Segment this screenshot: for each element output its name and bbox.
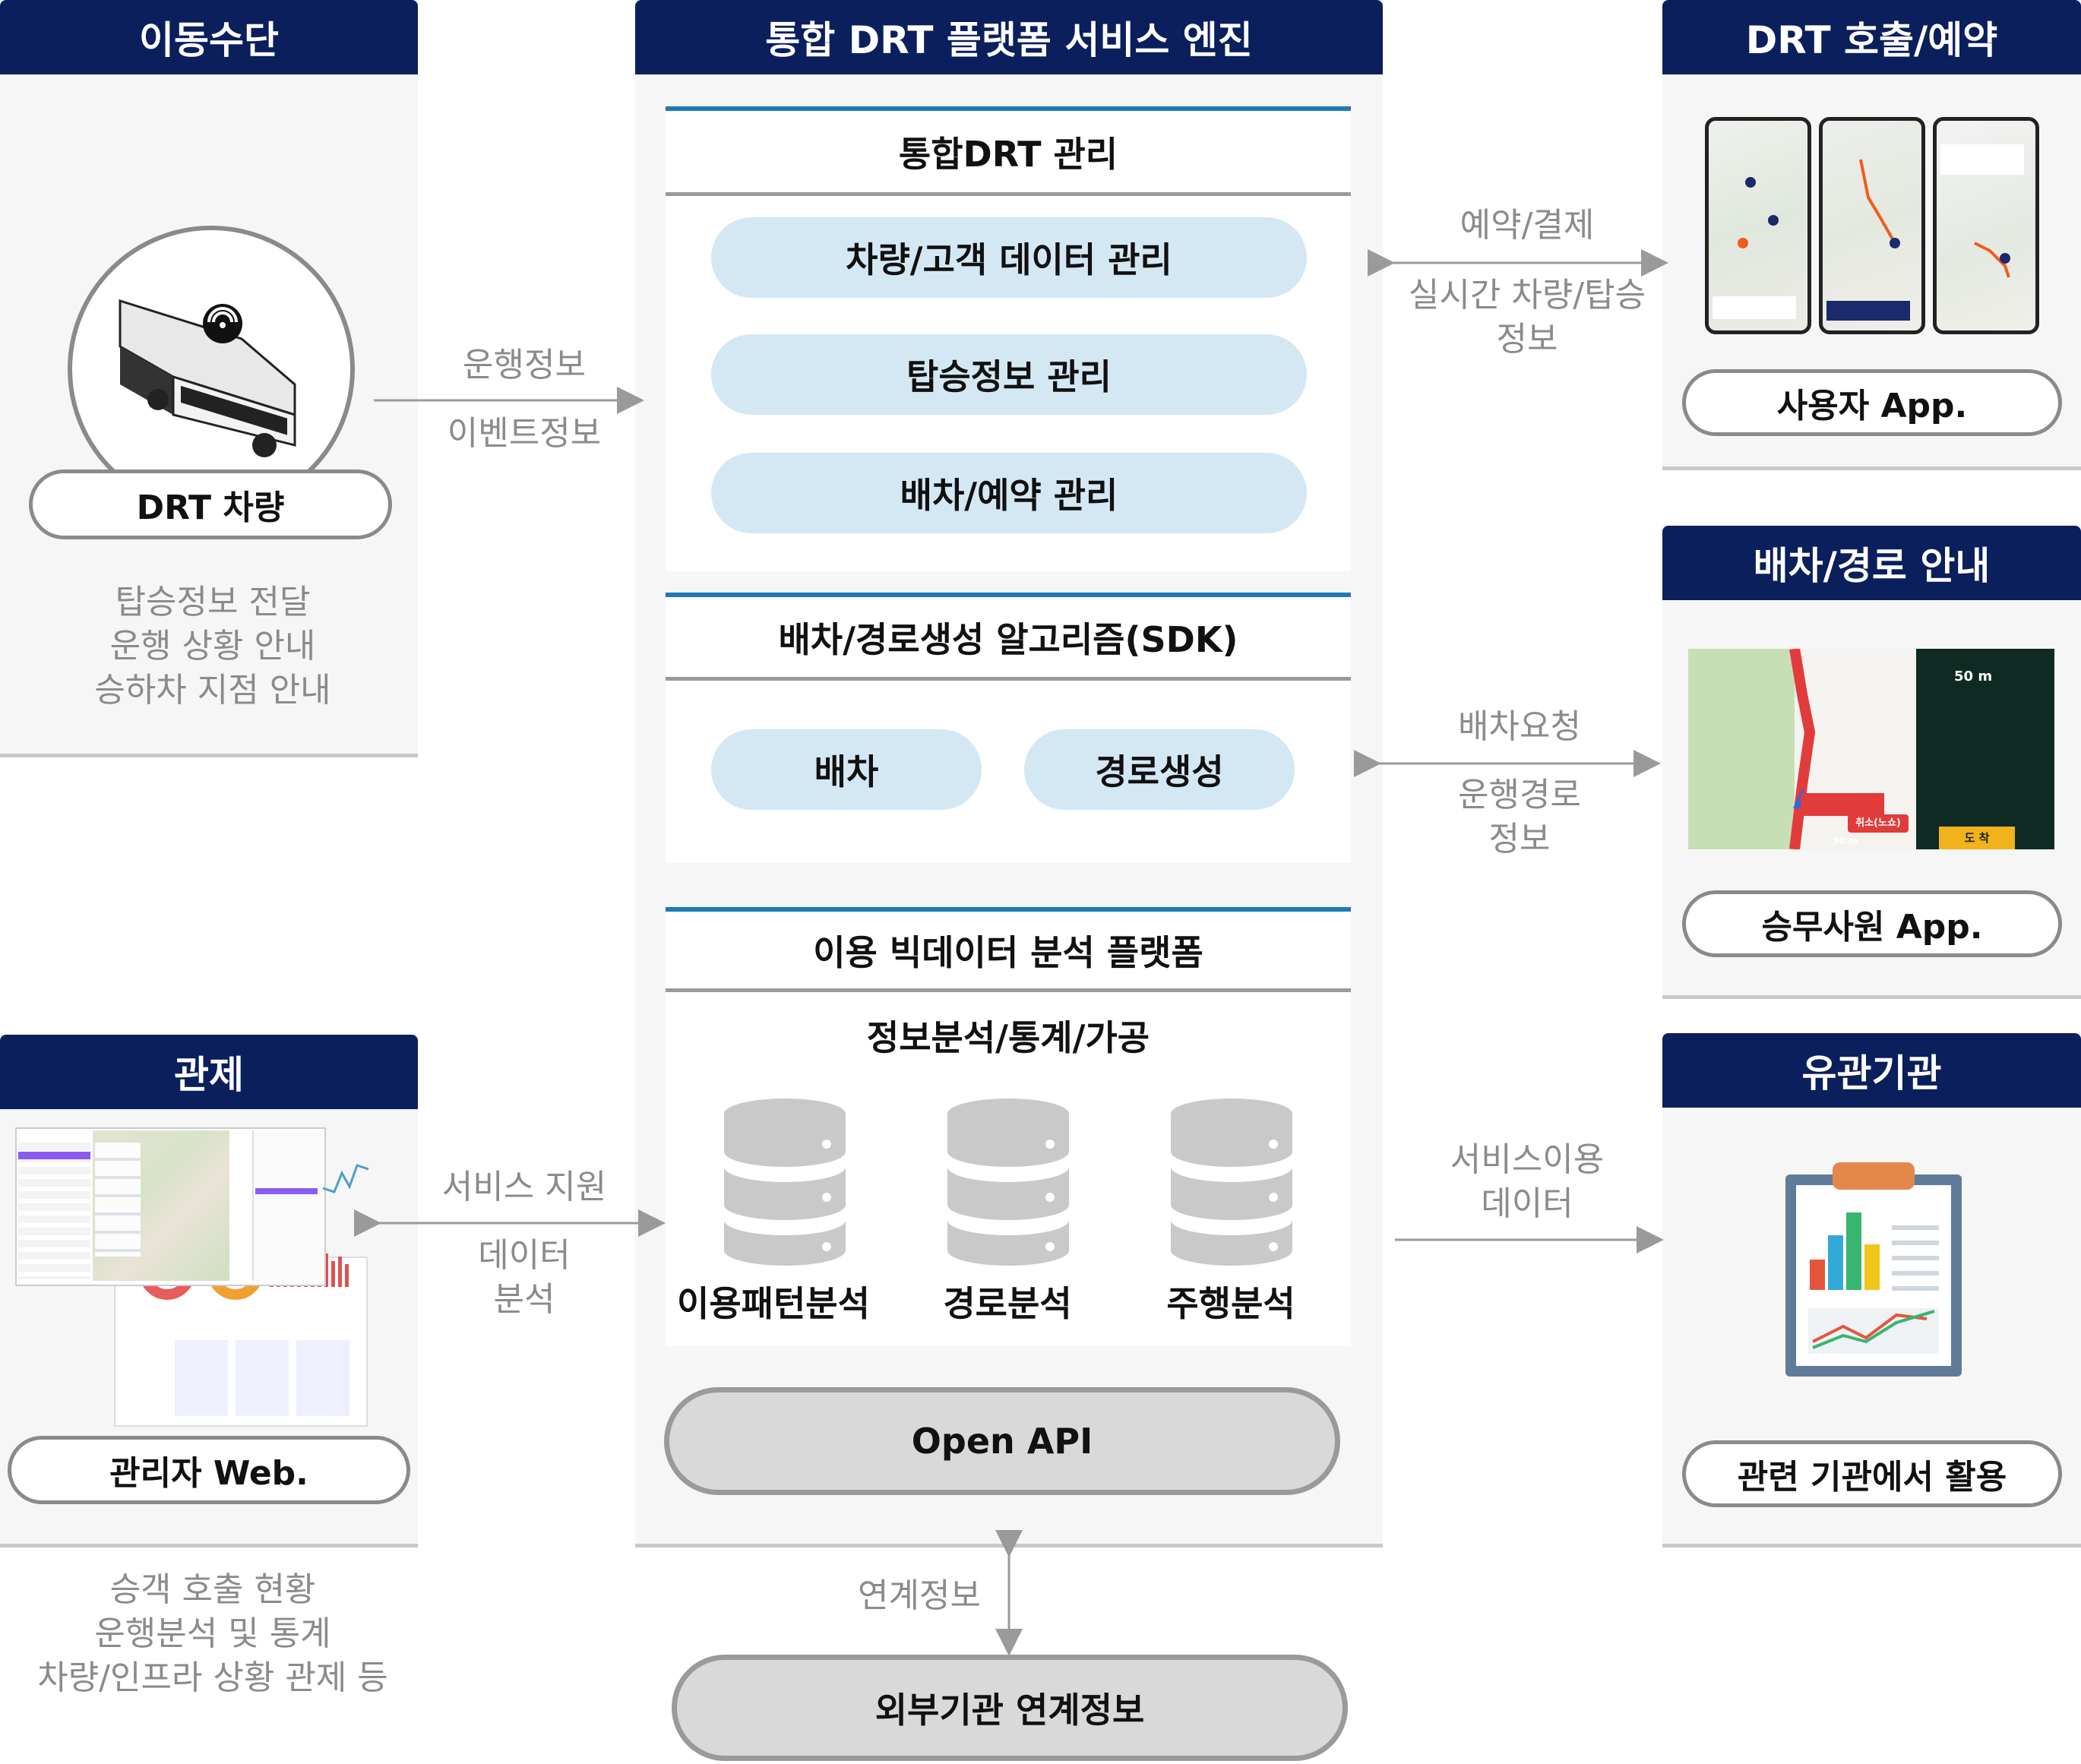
- open-api: Open API: [664, 1387, 1340, 1495]
- label-service-support: 서비스 지원: [441, 1168, 607, 1206]
- label-linkage-info: 연계정보: [858, 1576, 981, 1615]
- driver-cancel-button[interactable]: 취소(노쇼): [1848, 814, 1909, 833]
- label-operation-info: 운행정보: [463, 346, 586, 384]
- mgmt-item-dispatch: 배차/예약 관리: [711, 453, 1307, 533]
- control-desc-line-1: 승객 호출 현황: [109, 1570, 316, 1609]
- driver-screen: 50 m 취소(노쇼) 도 착 50 m: [1688, 649, 2054, 849]
- vehicle-desc-line-2: 운행 상황 안내: [109, 627, 316, 665]
- driver-map-green: [1688, 649, 1795, 849]
- label-data-analysis: 데이터 분석: [410, 1234, 638, 1322]
- clipboard-chart-icon: [1785, 1162, 1962, 1377]
- sdk-title: 배차/경로생성 알고리즘(SDK): [666, 593, 1351, 681]
- control-desc-line-2: 운행분석 및 통계: [94, 1614, 331, 1653]
- vehicle-desc-line-1: 탑승정보 전달: [115, 583, 311, 621]
- admin-web-screenshot: [15, 1127, 369, 1427]
- vehicle-panel-header: 이동수단: [0, 0, 418, 74]
- label-route-info-line-2: 정보: [1488, 820, 1551, 858]
- agency-header: 유관기관: [1662, 1033, 2081, 1108]
- user-app-header: DRT 호출/예약: [1662, 0, 2081, 74]
- label-event-info: 이벤트정보: [447, 414, 602, 453]
- driver-route-icon: [1789, 649, 1884, 849]
- label-service-usage-line-2: 데이터: [1481, 1184, 1573, 1223]
- bus-icon: [68, 226, 355, 513]
- vehicle-desc: 탑승정보 전달 운행 상황 안내 승하차 지점 안내: [30, 580, 395, 713]
- driver-distance-top: 50 m: [1954, 669, 1993, 684]
- control-panel-header: 관제: [0, 1035, 418, 1109]
- bigdata-item-usage: 이용패턴분석: [677, 1283, 870, 1324]
- label-realtime-vehicle-line-2: 정보: [1496, 320, 1558, 359]
- bigdata-item-route: 경로분석: [943, 1283, 1072, 1324]
- mgmt-title: 통합DRT 관리: [666, 106, 1351, 196]
- admin-web-label: 관리자 Web.: [8, 1436, 410, 1504]
- label-realtime-vehicle-line-1: 실시간 차량/탑승: [1408, 276, 1646, 315]
- label-data-analysis-line-1: 데이터: [478, 1236, 571, 1275]
- database-icon-route: [947, 1099, 1069, 1266]
- database-icon-driving: [1171, 1099, 1292, 1266]
- external-agency-info: 외부기관 연계정보: [672, 1655, 1348, 1761]
- mgmt-item-data: 차량/고객 데이터 관리: [711, 217, 1307, 298]
- label-route-info-line-1: 운행경로: [1458, 776, 1581, 814]
- label-data-analysis-line-2: 분석: [493, 1280, 555, 1319]
- driver-app-header: 배차/경로 안내: [1662, 526, 2081, 600]
- admin-purple-bar: [18, 1152, 90, 1159]
- vehicle-label: DRT 차량: [29, 469, 392, 539]
- driver-nav-panel: [1916, 649, 2054, 849]
- admin-sidebar: [18, 1143, 90, 1279]
- user-app-label: 사용자 App.: [1682, 369, 2062, 436]
- driver-arrive-button[interactable]: 도 착: [1939, 827, 2015, 849]
- bigdata-item-driving: 주행분석: [1166, 1283, 1295, 1324]
- route-line-icon: [1713, 144, 2024, 321]
- mgmt-item-boarding: 탑승정보 관리: [711, 334, 1307, 415]
- driver-distance-bottom: 50 m: [1833, 836, 1858, 846]
- driver-app-label: 승무사원 App.: [1682, 890, 2062, 957]
- bigdata-subtitle: 정보분석/통계/가공: [866, 1017, 1150, 1058]
- bigdata-title: 이용 빅데이터 분석 플랫폼: [666, 907, 1351, 992]
- database-icon-usage: [724, 1099, 846, 1266]
- sdk-item-dispatch: 배차: [711, 729, 982, 810]
- admin-side-panel: [252, 1130, 322, 1281]
- label-reservation-payment: 예약/결제: [1460, 206, 1595, 245]
- label-dispatch-request: 배차요청: [1458, 707, 1581, 746]
- admin-dashboard-cards: [175, 1340, 357, 1416]
- admin-side-panel-bar: [255, 1188, 318, 1194]
- phone-screen-2: [1819, 117, 1925, 334]
- engine-panel-header: 통합 DRT 플랫폼 서비스 엔진: [635, 0, 1383, 74]
- label-realtime-vehicle: 실시간 차량/탑승 정보: [1398, 273, 1656, 362]
- vehicle-desc-line-3: 승하차 지점 안내: [94, 671, 331, 710]
- admin-list: [95, 1143, 141, 1257]
- label-service-usage-line-1: 서비스이용: [1450, 1140, 1605, 1179]
- label-service-usage-data: 서비스이용 데이터: [1406, 1138, 1649, 1226]
- sdk-item-route: 경로생성: [1024, 729, 1295, 810]
- agency-label: 관련 기관에서 활용: [1682, 1440, 2062, 1507]
- phone-screens: [1705, 114, 2039, 334]
- line-graph-icon: [322, 1164, 369, 1193]
- control-desc-line-3: 차량/인프라 상황 관제 등: [37, 1658, 388, 1697]
- label-route-info: 운행경로 정보: [1398, 773, 1641, 861]
- control-desc: 승객 호출 현황 운행분석 및 통계 차량/인프라 상황 관제 등: [15, 1568, 410, 1700]
